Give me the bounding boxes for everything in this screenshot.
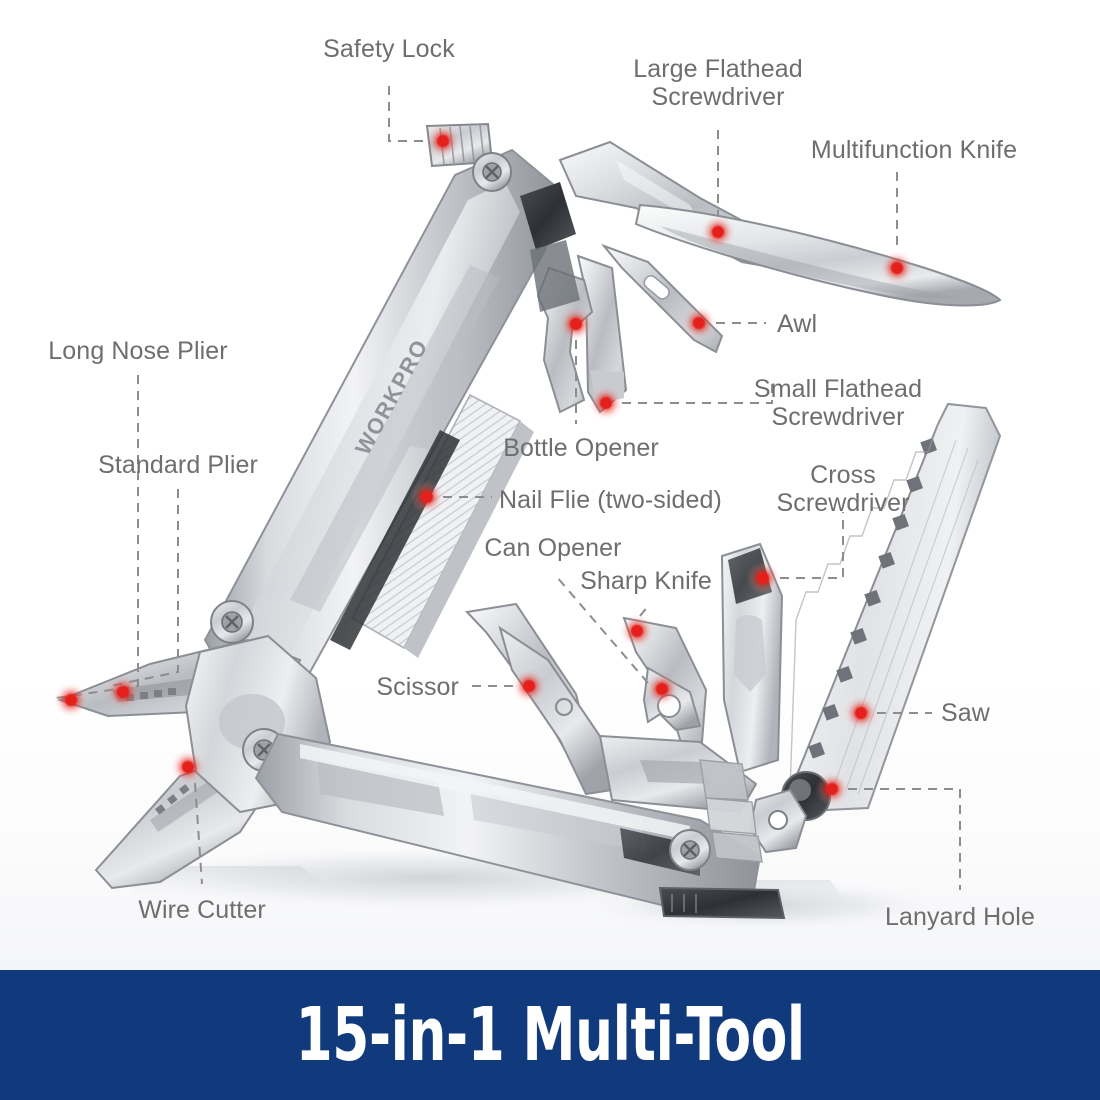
callout-marker-cross-screwdriver[interactable] [746,561,780,595]
callout-marker-wire-cutter[interactable] [171,750,205,784]
callout-marker-scissor[interactable] [512,669,546,703]
footer-banner: 15-in-1 Multi-Tool [0,970,1100,1100]
saw-blade [781,402,1002,821]
banner-title: 15-in-1 Multi-Tool [295,992,805,1078]
callout-label-wire-cutter[interactable]: Wire Cutter [138,896,266,924]
callout-marker-long-nose-plier[interactable] [54,683,88,717]
upper-tool-cluster [520,140,1002,414]
callout-label-standard-plier[interactable]: Standard Plier [98,451,258,479]
callout-marker-sharp-knife[interactable] [620,614,654,648]
callout-marker-saw[interactable] [844,696,878,730]
callout-label-large-flathead[interactable]: Large Flathead Screwdriver [633,55,803,111]
callout-marker-standard-plier[interactable] [106,675,140,709]
callout-label-nail-file[interactable]: Nail Flie (two-sided) [499,486,722,514]
callout-label-bottle-opener[interactable]: Bottle Opener [503,434,659,462]
callout-marker-safety-lock[interactable] [426,124,460,158]
callout-label-small-flathead[interactable]: Small Flathead Screwdriver [753,375,923,431]
callout-marker-multifunction-knife[interactable] [880,251,914,285]
callout-label-lanyard-hole[interactable]: Lanyard Hole [885,903,1035,931]
callout-label-scissor[interactable]: Scissor [376,673,459,701]
callout-label-long-nose-plier[interactable]: Long Nose Plier [48,337,228,365]
callout-marker-small-flathead[interactable] [589,386,623,420]
callout-marker-lanyard-hole[interactable] [815,772,849,806]
callout-marker-large-flathead[interactable] [701,215,735,249]
blade-stack [699,759,763,863]
lower-handle [254,732,808,920]
callout-label-cross-screwdriver[interactable]: Cross Screwdriver [776,461,910,517]
callout-marker-can-opener[interactable] [645,672,679,706]
callout-label-safety-lock[interactable]: Safety Lock [323,35,455,63]
callout-label-sharp-knife[interactable]: Sharp Knife [580,567,712,595]
callout-label-multifunction-knife[interactable]: Multifunction Knife [810,136,1018,164]
callout-marker-nail-file[interactable] [410,480,444,514]
product-photo: WORKPRO [0,0,1100,970]
callout-marker-awl[interactable] [682,306,716,340]
callout-marker-bottle-opener[interactable] [559,307,593,341]
upper-handle: WORKPRO [203,122,562,707]
callout-label-can-opener[interactable]: Can Opener [484,534,622,562]
callout-label-saw[interactable]: Saw [941,699,990,727]
callout-label-awl[interactable]: Awl [777,310,818,338]
